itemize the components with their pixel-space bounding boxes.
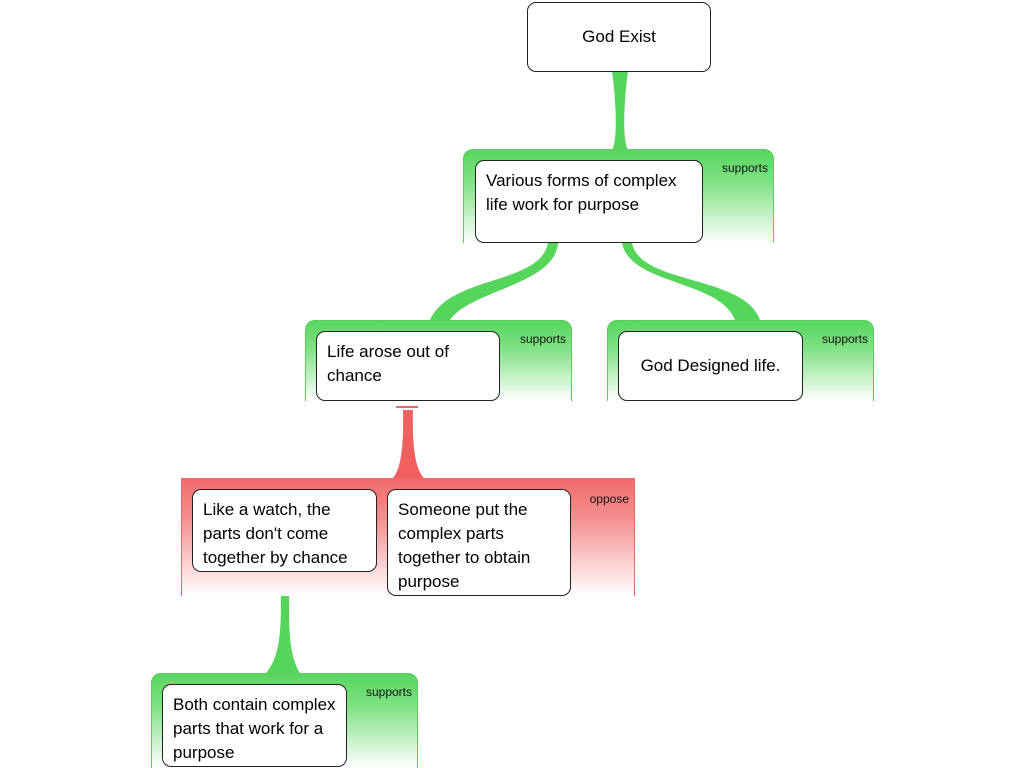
supports-label: supports (821, 332, 868, 346)
node-various-forms-text: Various forms of complex life work for p… (486, 171, 677, 214)
node-someone-put[interactable]: Someone put the complex parts together t… (387, 489, 571, 596)
supports-label: supports (365, 685, 412, 699)
oppose-marker (396, 406, 418, 408)
node-someone-put-text: Someone put the complex parts together t… (398, 500, 531, 591)
connector-watch-to-both (266, 572, 300, 673)
connector-various-to-god-designed (622, 243, 760, 320)
connector-root-to-various (612, 71, 628, 150)
node-god-exist-text: God Exist (582, 27, 656, 46)
node-god-designed[interactable]: God Designed life. (618, 331, 803, 401)
connector-life-chance-to-oppose (393, 410, 424, 478)
node-god-designed-text: God Designed life. (640, 356, 781, 375)
node-both-contain-text: Both contain complex parts that work for… (173, 695, 336, 762)
node-life-chance-text: Life arose out of chance (327, 342, 449, 385)
node-like-watch-text: Like a watch, the parts don't come toget… (203, 500, 348, 567)
supports-label: supports (519, 332, 566, 346)
connector-various-to-life-chance (430, 243, 558, 320)
node-life-chance[interactable]: Life arose out of chance (316, 331, 500, 401)
node-various-forms[interactable]: Various forms of complex life work for p… (475, 160, 703, 243)
node-both-contain[interactable]: Both contain complex parts that work for… (162, 684, 347, 767)
oppose-label: oppose (589, 492, 629, 506)
node-like-watch[interactable]: Like a watch, the parts don't come toget… (192, 489, 377, 572)
node-god-exist[interactable]: God Exist (527, 2, 711, 72)
supports-label: supports (721, 161, 768, 175)
